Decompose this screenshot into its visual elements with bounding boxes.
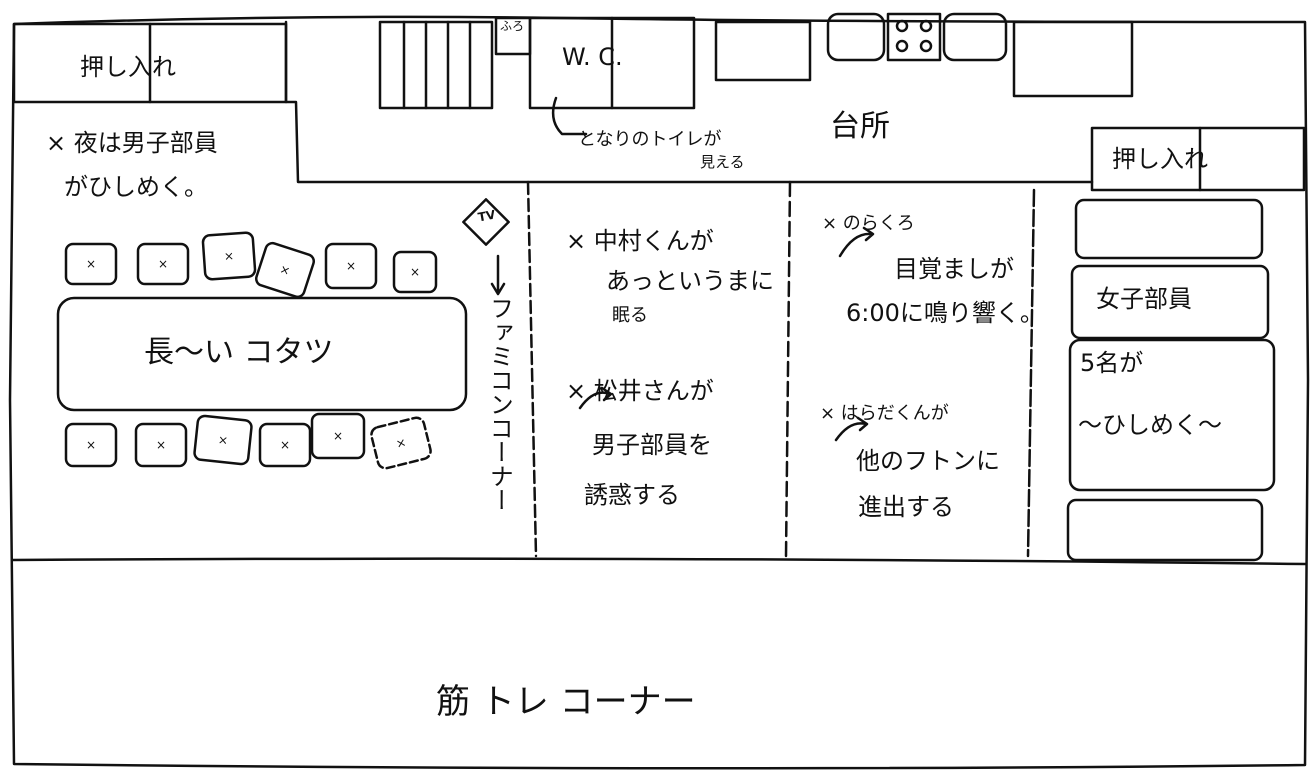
cushion <box>64 422 118 468</box>
note-toilet-1: となりのトイレが <box>578 129 722 150</box>
kotatsu-label: 長〜い コタツ <box>144 335 334 370</box>
burner <box>895 39 909 53</box>
futon <box>1068 338 1276 492</box>
note-harada-2: 他のフトンに <box>856 447 1000 475</box>
note-harada-1: × はらだくんが <box>820 403 949 424</box>
cushion <box>310 412 366 460</box>
training-label: 筋 トレ コーナー <box>436 682 696 722</box>
cushion-row-top <box>64 231 438 299</box>
note-nakamura-2: あっというまに <box>606 267 774 295</box>
closet-right-label: 押し入れ <box>1112 145 1208 173</box>
divider <box>526 180 538 558</box>
training-divider <box>10 557 1308 566</box>
furo-label: ふろ <box>500 19 525 33</box>
cushion-mark: × <box>86 438 96 452</box>
cushion-mark: × <box>86 257 96 271</box>
cushion-row-bottom <box>64 412 432 470</box>
note-norakuro-3: 6:00に鳴り響く。 <box>846 299 1044 327</box>
note-matsui-1: × 松井さんが <box>566 377 714 405</box>
divider <box>784 180 792 558</box>
cushion <box>258 422 312 468</box>
cushion <box>324 242 378 290</box>
cushion-mark: × <box>156 438 166 452</box>
note-matsui-2: 男子部員を <box>592 431 712 459</box>
cushion-mark: × <box>280 438 290 452</box>
burner <box>919 39 933 53</box>
kitchen-label: 台所 <box>830 109 890 144</box>
cushion <box>201 231 257 281</box>
kitchen-wall <box>284 20 1094 184</box>
cushion <box>136 242 190 286</box>
burner <box>895 19 909 33</box>
girls-label-2: 5名が <box>1080 349 1144 377</box>
note-boys-crowd-2: がひしめく。 <box>64 173 208 201</box>
cushion-mark: × <box>217 433 228 448</box>
arrow-norakuro <box>838 226 875 258</box>
futon <box>1066 498 1264 562</box>
stove <box>886 12 942 62</box>
note-nakamura-1: × 中村くんが <box>566 227 714 255</box>
closet-left-label: 押し入れ <box>80 53 176 81</box>
cushion <box>370 416 432 470</box>
cushion-mark: × <box>394 435 407 451</box>
cushion-mark: × <box>346 259 356 273</box>
cushion-mark: × <box>278 262 292 278</box>
divider <box>1026 188 1036 558</box>
wc-label: W. C. <box>562 43 623 71</box>
stairs <box>378 20 494 110</box>
cushion-mark: × <box>410 265 420 279</box>
tv-box <box>462 198 510 246</box>
arrow-famicom <box>490 254 506 296</box>
arrow-harada <box>834 416 869 442</box>
kitchen-counter <box>714 20 812 82</box>
arrow-matsui <box>578 386 613 410</box>
cushion <box>64 242 118 286</box>
futon <box>1070 264 1270 340</box>
arrow-toilet <box>551 96 588 136</box>
burner <box>919 19 933 33</box>
note-toilet-2: 見える <box>700 153 745 171</box>
cushion <box>193 414 253 466</box>
cushion <box>134 422 188 468</box>
girls-label-1: 女子部員 <box>1096 285 1192 313</box>
cushion-mark: × <box>333 429 343 443</box>
famicom-label: ファミコンコーナー <box>485 296 514 512</box>
futon <box>1074 198 1264 260</box>
cushion-mark: × <box>223 249 234 264</box>
note-boys-crowd-1: × 夜は男子部員 <box>46 129 218 157</box>
cushion-mark: × <box>158 257 168 271</box>
fridge <box>1012 20 1134 98</box>
basin <box>942 12 1008 62</box>
note-matsui-3: 誘惑する <box>584 481 680 509</box>
note-norakuro-1: × のらくろ <box>822 213 915 234</box>
cushion <box>254 241 316 299</box>
sink <box>826 12 886 62</box>
note-harada-3: 進出する <box>858 493 954 521</box>
kotatsu-table <box>56 296 468 412</box>
note-norakuro-2: 目覚ましが <box>894 255 1014 283</box>
closet-right-box <box>1090 126 1306 192</box>
cushion <box>392 250 438 294</box>
note-nakamura-3: 眠る <box>612 305 648 326</box>
girls-label-3: 〜ひしめく〜 <box>1078 411 1222 439</box>
